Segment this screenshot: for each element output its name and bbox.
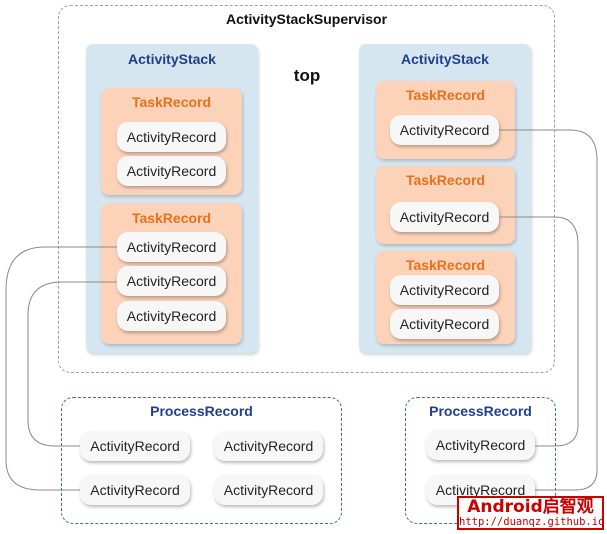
left-task-2-activity-1[interactable]: ActivityRecord — [117, 232, 226, 262]
process-record-left — [61, 397, 342, 524]
connector-left-mid — [27, 281, 117, 447]
right-stack-title: ActivityStack — [401, 51, 489, 67]
top-label: top — [293, 66, 321, 85]
left-task-1-activity-1[interactable]: ActivityRecord — [117, 122, 226, 152]
process-left-activity-4[interactable]: ActivityRecord — [214, 475, 323, 505]
right-task-3-activity-2[interactable]: ActivityRecord — [390, 309, 499, 339]
supervisor-title: ActivityStackSupervisor — [225, 11, 388, 27]
process-right-activity-2[interactable]: ActivityRecord — [426, 475, 535, 505]
watermark-brand: Android启智观 — [467, 497, 594, 517]
watermark-url: http://duanqz.github.io — [459, 516, 605, 528]
left-task-1-title: TaskRecord — [131, 94, 212, 110]
process-right-activity-1[interactable]: ActivityRecord — [426, 430, 535, 460]
watermark: Android启智观 http://duanqz.github.io — [457, 496, 604, 530]
left-task-1-activity-2[interactable]: ActivityRecord — [117, 156, 226, 186]
connector-right-mid — [499, 216, 579, 447]
connector-right-top — [499, 129, 598, 491]
process-left-activity-3[interactable]: ActivityRecord — [80, 475, 190, 505]
left-task-2-activity-2[interactable]: ActivityRecord — [117, 266, 226, 296]
right-task-2-activity-1[interactable]: ActivityRecord — [390, 202, 499, 232]
process-left-title: ProcessRecord — [150, 403, 253, 419]
left-stack-title: ActivityStack — [128, 51, 216, 67]
process-left-activity-1[interactable]: ActivityRecord — [80, 431, 190, 461]
connector-left-top — [5, 246, 117, 491]
left-task-2-activity-3[interactable]: ActivityRecord — [117, 301, 226, 331]
right-task-3-title: TaskRecord — [405, 257, 486, 273]
process-left-activity-2[interactable]: ActivityRecord — [214, 431, 323, 461]
activity-stack-supervisor — [58, 5, 555, 373]
left-task-2-title: TaskRecord — [131, 210, 212, 226]
right-task-3-activity-1[interactable]: ActivityRecord — [390, 275, 499, 305]
right-task-1-activity-1[interactable]: ActivityRecord — [390, 115, 499, 145]
process-right-title: ProcessRecord — [429, 403, 532, 419]
right-task-2-title: TaskRecord — [405, 172, 486, 188]
right-task-1-title: TaskRecord — [405, 87, 486, 103]
